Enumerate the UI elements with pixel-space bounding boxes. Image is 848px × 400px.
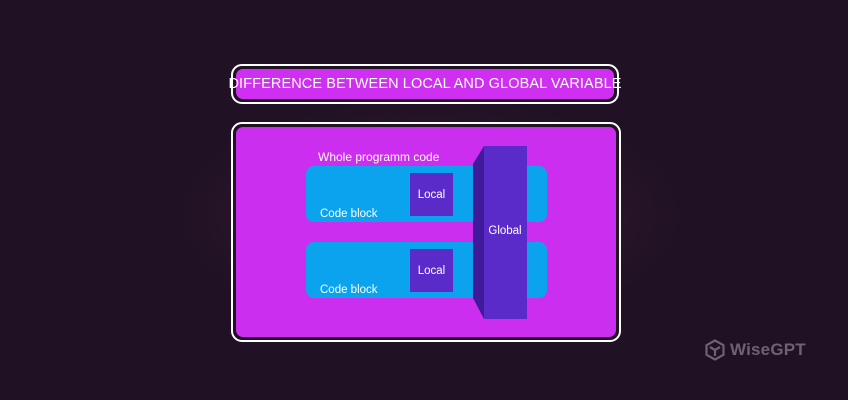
whole-program-area: Whole programm code Local Code block Loc… bbox=[236, 127, 616, 337]
wisegpt-logo: WiseGPT bbox=[704, 339, 806, 361]
title-text: DIFFERENCE BETWEEN LOCAL AND GLOBAL VARI… bbox=[228, 69, 621, 99]
code-block-label-2: Code block bbox=[320, 284, 378, 296]
title-banner: DIFFERENCE BETWEEN LOCAL AND GLOBAL VARI… bbox=[228, 64, 621, 104]
wisegpt-logo-icon bbox=[705, 339, 725, 361]
wisegpt-logo-text: WiseGPT bbox=[730, 340, 806, 359]
local-variable-2: Local bbox=[410, 249, 453, 292]
code-block-label-1: Code block bbox=[320, 208, 378, 220]
global-label: Global bbox=[488, 225, 522, 237]
global-variable-front bbox=[484, 146, 527, 319]
global-variable bbox=[473, 146, 527, 319]
diagram-panel: Whole programm code Local Code block Loc… bbox=[231, 122, 621, 342]
global-variable-side bbox=[473, 146, 484, 319]
whole-program-label: Whole programm code bbox=[318, 150, 440, 164]
local-variable-1: Local bbox=[410, 173, 453, 216]
